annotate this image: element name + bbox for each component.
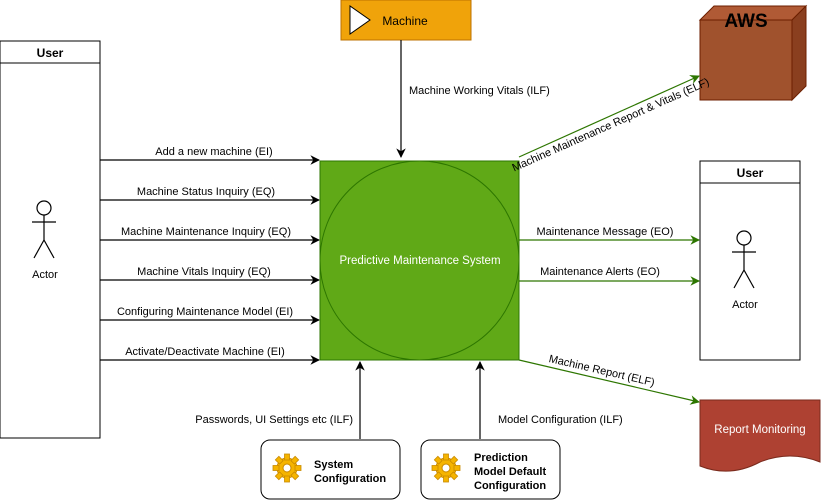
actor-right-icon [732,230,756,289]
user-right-title: User [737,166,764,180]
prediction-config-box [420,439,561,500]
aws-cube: AWS [698,4,808,102]
aws-flow-arrow [518,75,700,158]
machine-node: Machine [340,0,472,41]
report-monitoring-shape [699,399,821,472]
system-config-line2: Configuration [314,473,386,485]
actor-left-label: Actor [32,269,58,281]
predictive-maintenance-system: Predictive Maintenance System [319,160,520,361]
system-box [319,160,520,361]
system-circle [319,160,520,361]
aws-cube-front [699,19,793,101]
gear-icon [272,453,302,483]
input-label-5: Configuring Maintenance Model (EI) [117,306,293,318]
input-label-2: Machine Status Inquiry (EQ) [137,186,275,198]
output-label-2: Maintenance Alerts (EO) [540,266,660,278]
report-monitoring-label: Report Monitoring [714,424,805,436]
actor-right-label: Actor [732,299,758,311]
system-config-line1: System [314,459,353,471]
user-right-lane: User Actor [699,160,801,361]
machine-label: Machine [382,14,428,28]
output-label-1: Maintenance Message (EO) [537,226,674,238]
input-label-4: Machine Vitals Inquiry (EQ) [137,266,271,278]
user-right-box [699,160,801,361]
play-triangle-icon [349,5,371,35]
prediction-config-line2: Model Default [474,466,546,478]
machine-flow-label: Machine Working Vitals (ILF) [409,85,550,97]
prediction-config-line3: Configuration [474,480,546,492]
user-left-box [0,40,101,439]
system-label: Predictive Maintenance System [339,255,500,267]
system-config-flow-label: Passwords, UI Settings etc (ILF) [195,414,353,426]
gear-icon [431,453,461,483]
actor-left-icon [32,200,56,259]
system-config-box [260,439,401,500]
report-monitoring: Report Monitoring [699,399,821,472]
aws-cube-side [791,4,807,102]
report-flow-arrow [518,359,700,405]
report-flow-label: Machine Report (ELF) [548,353,656,389]
prediction-config-flow-label: Model Configuration (ILF) [498,414,623,426]
input-label-1: Add a new machine (EI) [155,146,272,158]
prediction-config-node: Prediction Model Default Configuration [420,439,561,500]
input-flows: Add a new machine (EI) Machine Status In… [100,146,320,365]
user-left-lane: User Actor [0,40,101,439]
user-left-title: User [37,46,64,60]
system-config-node: System Configuration [260,439,401,500]
output-flows: Maintenance Message (EO) Maintenance Ale… [519,226,700,286]
aws-label: AWS [724,11,767,32]
input-label-3: Machine Maintenance Inquiry (EQ) [121,226,291,238]
input-label-6: Activate/Deactivate Machine (EI) [125,346,285,358]
prediction-config-line1: Prediction [474,452,528,464]
